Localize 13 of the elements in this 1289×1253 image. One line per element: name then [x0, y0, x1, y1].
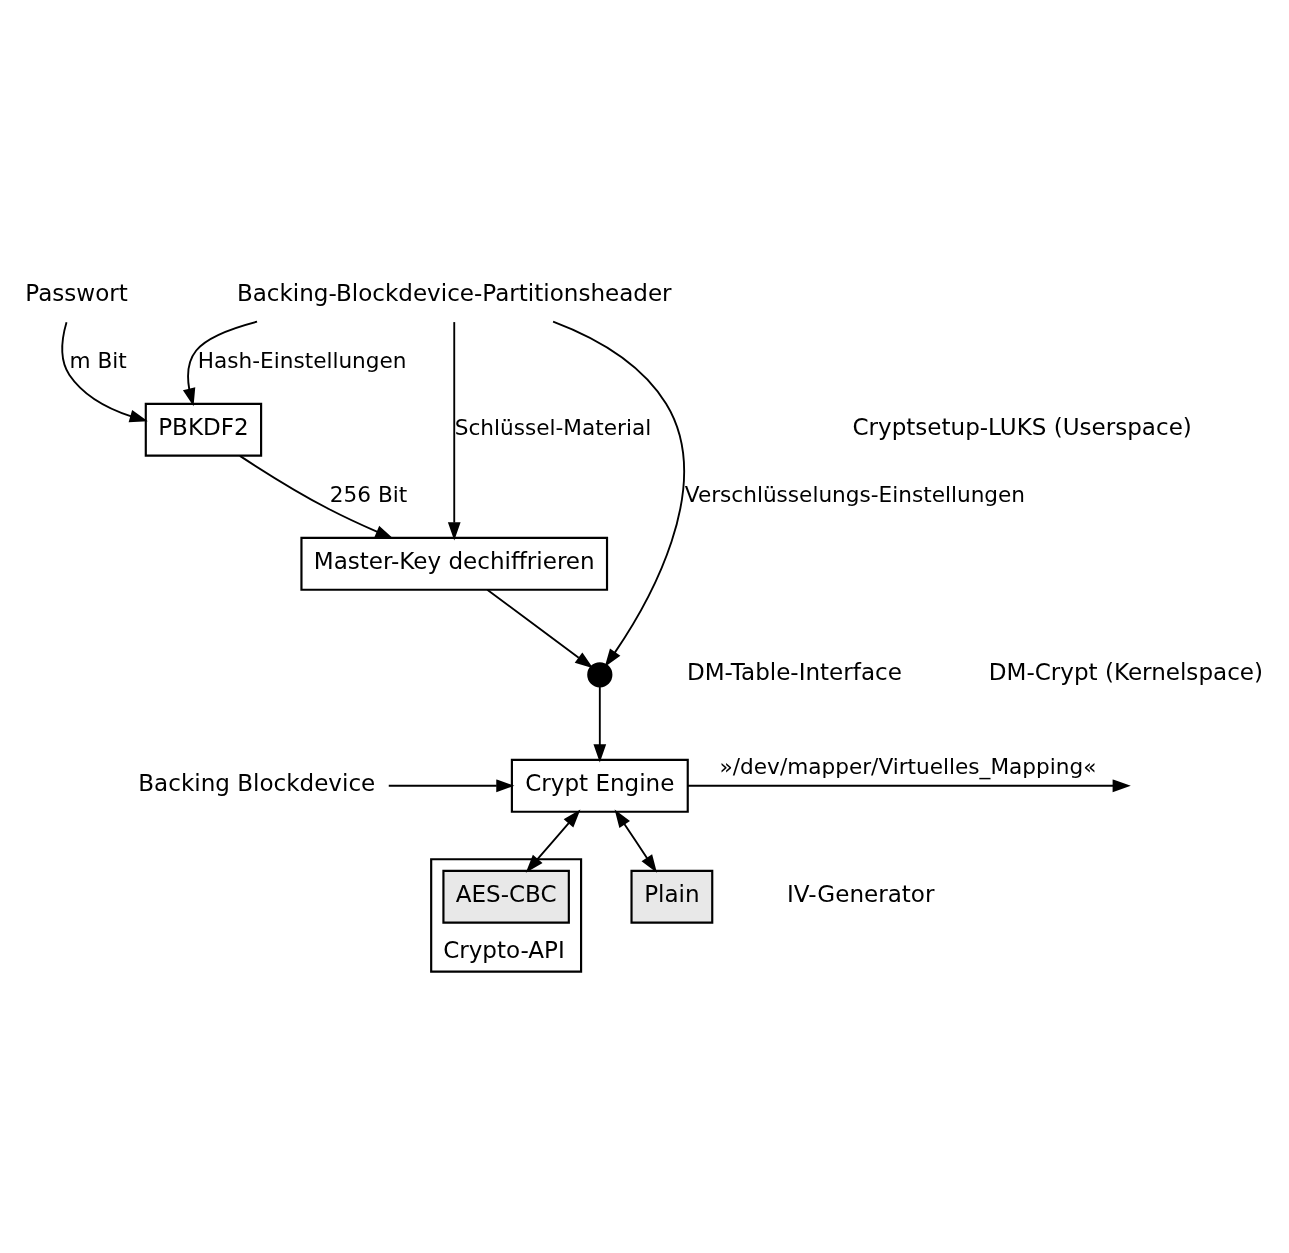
edge-label: »/dev/mapper/Virtuelles_Mapping« — [719, 754, 1097, 780]
edge-label: Schlüssel-Material — [454, 414, 652, 440]
node-label: DM-Table-Interface — [686, 659, 902, 686]
edge-label: 256 Bit — [329, 481, 408, 507]
edge-label: m Bit — [69, 347, 127, 373]
node-text: Backing-Blockdevice-Partitionsheader — [236, 280, 672, 307]
label: DM-Crypt (Kernelspace) — [988, 659, 1263, 686]
label: Cryptsetup-LUKS (Userspace) — [852, 414, 1192, 441]
edge-label: Verschlüsselungs-Einstellungen — [684, 481, 1026, 507]
node-text: Passwort — [25, 280, 128, 307]
node-text: Backing Blockdevice — [138, 770, 376, 797]
edge-label: Hash-Einstellungen — [197, 347, 407, 373]
node-label: IV-Generator — [786, 881, 935, 908]
